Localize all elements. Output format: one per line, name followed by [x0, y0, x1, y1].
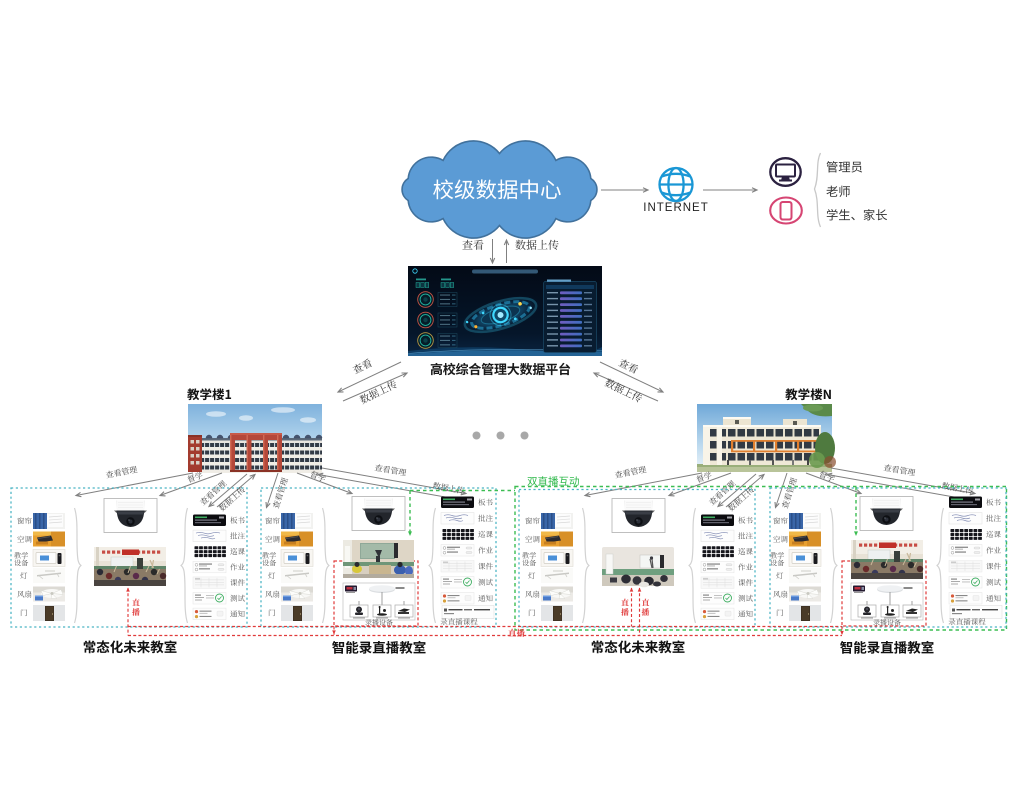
svg-text:INTERNET: INTERNET [643, 202, 709, 214]
